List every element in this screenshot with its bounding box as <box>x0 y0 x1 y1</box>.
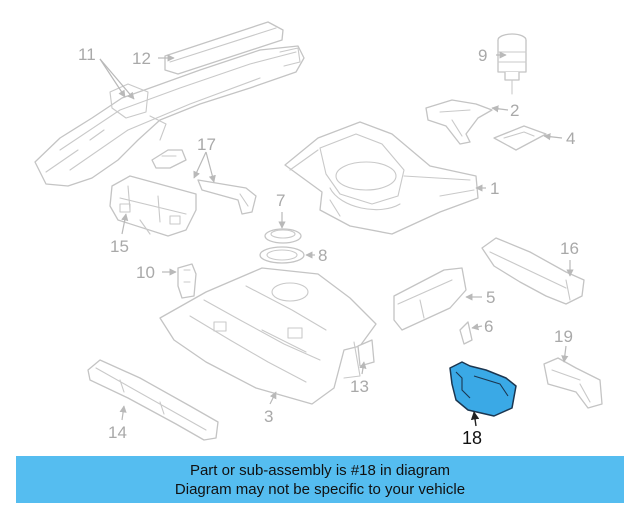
info-banner: Part or sub-assembly is #18 in diagram D… <box>16 456 624 503</box>
banner-line-1: Part or sub-assembly is #18 in diagram <box>189 461 451 479</box>
callout-3[interactable]: 3 <box>264 407 273 426</box>
callout-14[interactable]: 14 <box>108 423 127 442</box>
part-16-rail[interactable] <box>481 237 585 305</box>
callout-5[interactable]: 5 <box>486 288 495 307</box>
part-5-rail-section[interactable] <box>393 267 467 331</box>
callout-9[interactable]: 9 <box>478 46 487 65</box>
callout-11[interactable]: 11 <box>78 45 96 64</box>
part-2-mount[interactable] <box>425 99 493 145</box>
callout-18[interactable]: 18 <box>462 428 482 448</box>
callout-labels: 11 12 17 15 7 8 10 9 2 4 1 16 5 6 19 13 … <box>78 45 579 448</box>
part-7-plug[interactable] <box>264 228 302 244</box>
callout-2[interactable]: 2 <box>510 101 519 120</box>
part-19-bracket[interactable] <box>543 357 603 409</box>
callout-13[interactable]: 13 <box>350 377 369 396</box>
part-9-shock-absorber[interactable] <box>497 33 527 95</box>
part-8-seal[interactable] <box>259 246 305 264</box>
callout-4[interactable]: 4 <box>566 129 575 148</box>
part-14-crossmember[interactable] <box>87 359 219 441</box>
callout-12[interactable]: 12 <box>132 49 151 68</box>
part-4-pad[interactable] <box>493 125 547 151</box>
part-18-highlighted[interactable] <box>449 361 517 417</box>
part-1-spare-tire-well[interactable] <box>284 121 479 235</box>
callout-6[interactable]: 6 <box>484 317 493 336</box>
part-15-crossmember[interactable] <box>109 175 197 237</box>
callout-19[interactable]: 19 <box>554 327 573 346</box>
part-10-bracket[interactable] <box>177 263 197 299</box>
callout-16[interactable]: 16 <box>560 239 579 258</box>
banner-line-2: Diagram may not be specific to your vehi… <box>174 480 466 498</box>
part-17-bracket[interactable] <box>151 149 257 215</box>
part-3-rear-floor[interactable] <box>159 267 377 405</box>
callout-8[interactable]: 8 <box>318 246 327 265</box>
part-12-reinforcement[interactable] <box>164 21 284 75</box>
callout-10[interactable]: 10 <box>136 263 155 282</box>
exploded-parts-diagram: 11 12 17 15 7 8 10 9 2 4 1 16 5 6 19 13 … <box>34 21 603 448</box>
callout-7[interactable]: 7 <box>276 191 285 210</box>
leader-lines <box>99 51 574 427</box>
callout-1[interactable]: 1 <box>490 179 499 198</box>
callout-15[interactable]: 15 <box>110 237 129 256</box>
part-11-frame-rail[interactable] <box>34 45 305 187</box>
callout-17[interactable]: 17 <box>197 135 216 154</box>
part-6-clip[interactable] <box>459 321 473 345</box>
part-13-plate[interactable] <box>357 339 375 367</box>
